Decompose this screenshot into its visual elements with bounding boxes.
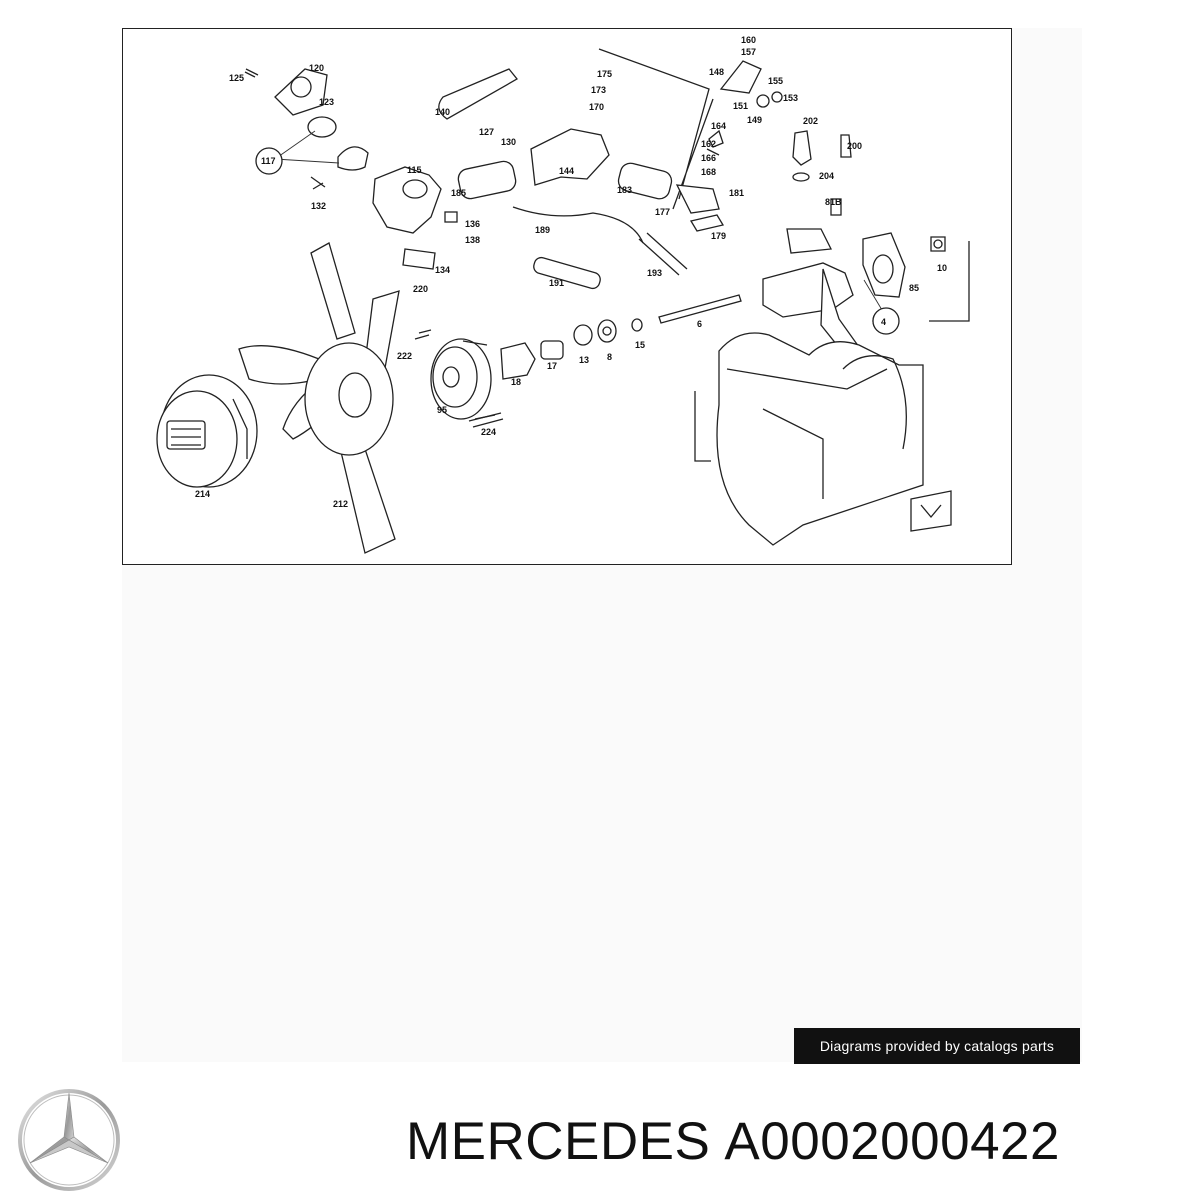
callout-170: 170	[589, 102, 604, 112]
callout-166: 166	[701, 153, 716, 163]
coolant-hoses	[438, 48, 714, 290]
callout-8: 8	[607, 352, 612, 362]
callout-134: 134	[435, 265, 450, 275]
thermostat-housing-cover	[244, 68, 369, 171]
callout-81B: 81B	[825, 197, 842, 207]
callout-181: 181	[729, 188, 744, 198]
callout-179: 179	[711, 231, 726, 241]
callout-164: 164	[711, 121, 726, 131]
pulley	[430, 338, 496, 420]
callout-115: 115	[407, 165, 422, 175]
callout-212: 212	[333, 499, 348, 509]
callout-117: 117	[261, 156, 276, 166]
callout-120: 120	[309, 63, 324, 73]
temperature-sensors	[675, 60, 852, 232]
callout-220: 220	[413, 284, 428, 294]
callout-193: 193	[647, 268, 662, 278]
callout-200: 200	[847, 141, 862, 151]
callout-140: 140	[435, 107, 450, 117]
callout-151: 151	[733, 101, 748, 111]
callout-155: 155	[768, 76, 783, 86]
callout-4: 4	[881, 317, 886, 327]
callout-17: 17	[547, 361, 557, 371]
callout-189: 189	[535, 225, 550, 235]
callout-13: 13	[579, 355, 589, 365]
callout-173: 173	[591, 85, 606, 95]
callout-144: 144	[559, 166, 574, 176]
fan-clutch	[156, 374, 258, 488]
thermostat-housing	[310, 166, 458, 270]
callout-224: 224	[481, 427, 496, 437]
callout-191: 191	[549, 278, 564, 288]
callout-18: 18	[511, 377, 521, 387]
callout-132: 132	[311, 201, 326, 211]
callout-circle-117	[255, 147, 283, 175]
cooling-fan	[238, 242, 400, 554]
callout-157: 157	[741, 47, 756, 57]
water-pump	[762, 228, 970, 356]
callout-127: 127	[479, 127, 494, 137]
diagram-credit-badge: Diagrams provided by catalogs parts	[794, 1028, 1080, 1064]
callout-15: 15	[635, 340, 645, 350]
callout-204: 204	[819, 171, 834, 181]
credit-text: Diagrams provided by catalogs parts	[819, 1038, 1055, 1054]
callout-circle-4	[872, 307, 900, 335]
callout-177: 177	[655, 207, 670, 217]
callout-185: 185	[451, 188, 466, 198]
callout-136: 136	[465, 219, 480, 229]
callout-148: 148	[709, 67, 724, 77]
brand-name: MERCEDES	[406, 1112, 711, 1171]
callout-123: 123	[319, 97, 334, 107]
callout-183: 183	[617, 185, 632, 195]
callout-95: 95	[437, 405, 447, 415]
callout-160: 160	[741, 35, 756, 45]
callout-175: 175	[597, 69, 612, 79]
callout-149: 149	[747, 115, 762, 125]
callout-6: 6	[697, 319, 702, 329]
callout-130: 130	[501, 137, 516, 147]
callout-153: 153	[783, 93, 798, 103]
callout-125: 125	[229, 73, 244, 83]
mercedes-star-icon	[18, 1089, 120, 1191]
engine-block	[694, 332, 952, 546]
callout-162: 162	[701, 139, 716, 149]
callout-214: 214	[195, 489, 210, 499]
callout-138: 138	[465, 235, 480, 245]
callout-202: 202	[803, 116, 818, 126]
pump-shaft-assembly	[414, 294, 742, 428]
callout-168: 168	[701, 167, 716, 177]
callout-222: 222	[397, 351, 412, 361]
callout-10: 10	[937, 263, 947, 273]
part-number: A0002000422	[724, 1112, 1061, 1171]
callout-85: 85	[909, 283, 919, 293]
